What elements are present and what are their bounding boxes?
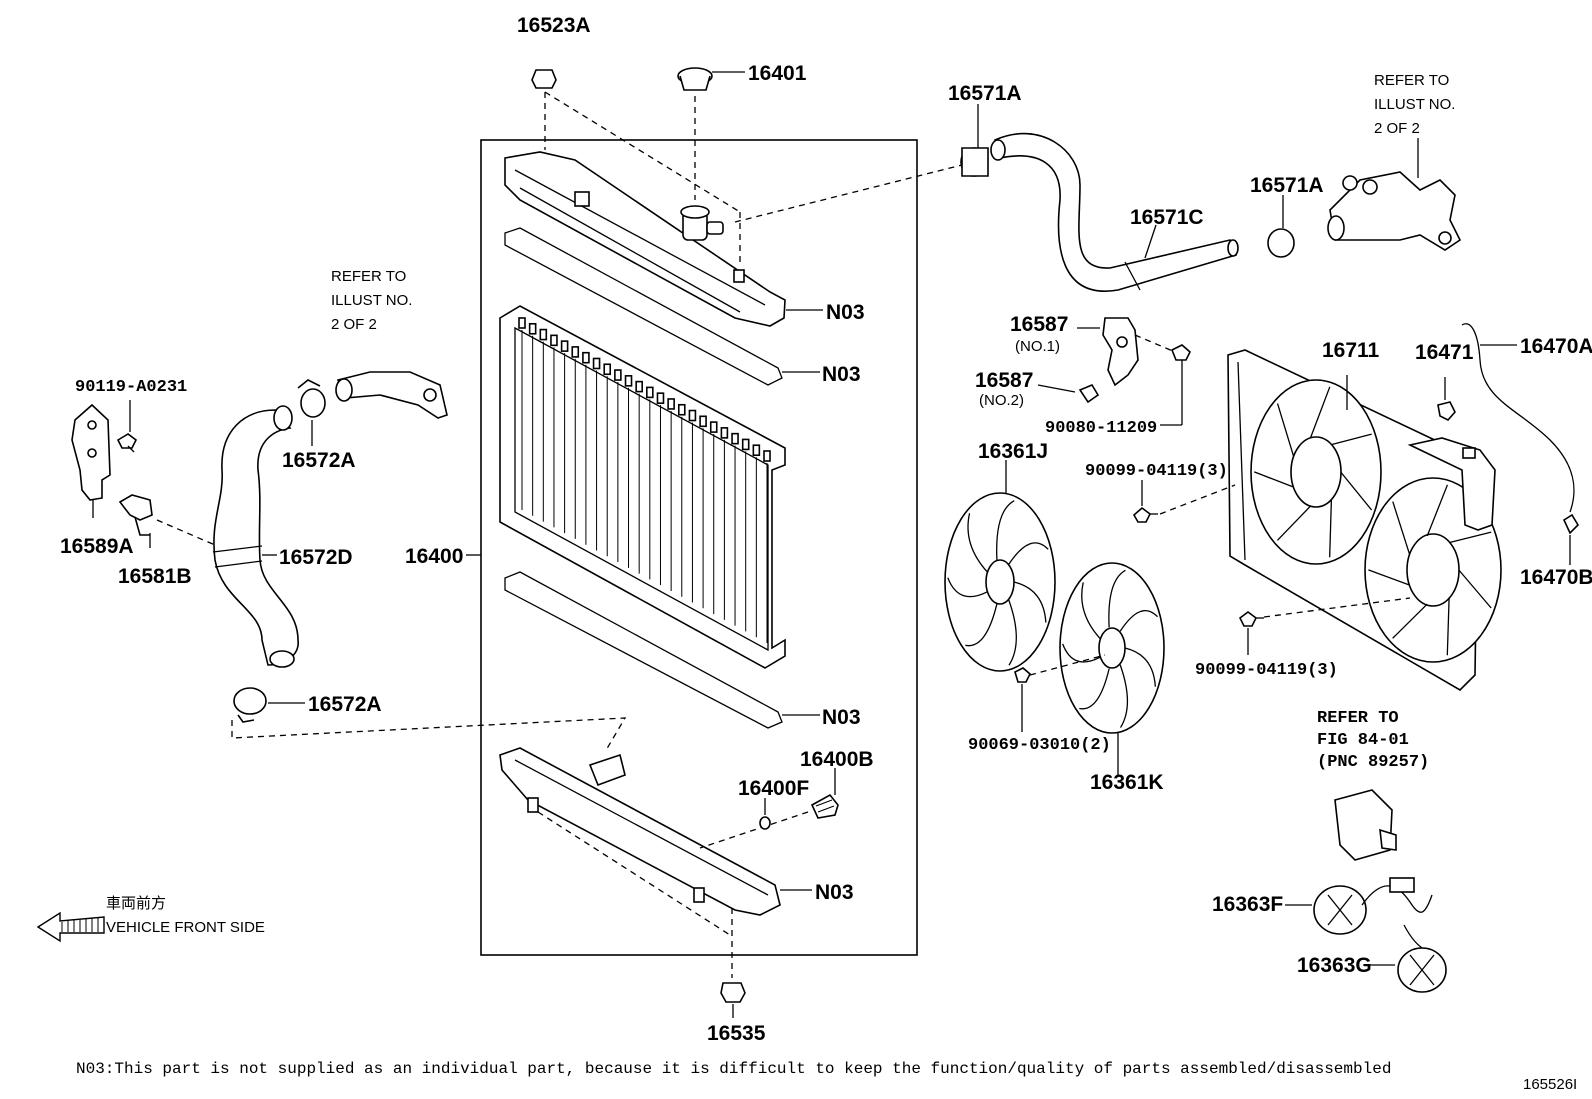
hose-clamp-16571a-left xyxy=(960,147,989,177)
radiator-assembly-frame xyxy=(480,139,918,956)
clip-16587-no2 xyxy=(1078,383,1100,404)
grommet-16535 xyxy=(720,982,746,1003)
label-16587-no2-sub: (NO.2) xyxy=(979,392,1024,409)
label-16711: 16711 xyxy=(1322,339,1380,362)
label-90080-11209: 90080-11209 xyxy=(1045,419,1157,438)
label-16363f: 16363F xyxy=(1212,893,1283,916)
label-16572d: 16572D xyxy=(279,546,353,569)
label-90099-04119-top: 90099-04119(3) xyxy=(1085,462,1228,481)
label-16571a-right: 16571A xyxy=(1250,174,1324,197)
label-16361k: 16361K xyxy=(1090,771,1164,794)
radiator-cap-16401 xyxy=(677,67,713,91)
label-16589a: 16589A xyxy=(60,535,134,558)
nut-90069-03010 xyxy=(1014,667,1031,683)
lower-tank-seal xyxy=(504,571,783,729)
bracket-16589a xyxy=(71,403,111,501)
refer-fig-line1: REFER TO xyxy=(1317,709,1399,728)
refer-illust-right-line2: ILLUST NO. xyxy=(1374,96,1455,113)
bracket-16587-no1 xyxy=(1102,317,1139,387)
screw-90099-04119-top xyxy=(1132,506,1158,523)
bolt-90080-11209 xyxy=(1170,344,1191,361)
fan-motor-16363g xyxy=(1397,924,1447,993)
direction-japanese: 車両前方 xyxy=(106,895,166,912)
fan-16361j xyxy=(944,492,1056,672)
label-16523a: 16523A xyxy=(517,14,591,37)
label-16470a: 16470A xyxy=(1520,335,1592,358)
direction-english: VEHICLE FRONT SIDE xyxy=(106,919,265,936)
fan-16361k xyxy=(1059,562,1165,734)
label-16400b: 16400B xyxy=(800,748,874,771)
fan-shroud-16711 xyxy=(1227,349,1502,692)
label-16581b: 16581B xyxy=(118,565,192,588)
water-inlet-pipe xyxy=(335,371,448,419)
clamp-16581b xyxy=(118,494,153,536)
label-16400: 16400 xyxy=(405,545,463,568)
label-16470b: 16470B xyxy=(1520,566,1592,589)
upper-radiator-hose xyxy=(990,132,1239,292)
refer-illust-right-line1: REFER TO xyxy=(1374,72,1449,89)
label-16401: 16401 xyxy=(748,62,807,85)
label-16400f: 16400F xyxy=(738,777,809,800)
radiator-core xyxy=(499,305,786,669)
label-90119-a0231: 90119-A0231 xyxy=(75,378,187,397)
upper-tank-seal xyxy=(504,227,783,386)
screw-90099-04119-bottom xyxy=(1238,611,1264,627)
hose-clamp-16571a-right xyxy=(1267,228,1295,258)
bolt-90119-a0231 xyxy=(116,433,138,453)
label-16363g: 16363G xyxy=(1297,954,1372,977)
label-n03-lower-seal: N03 xyxy=(822,706,861,729)
footnote-n03: N03:This part is not supplied as an indi… xyxy=(76,1060,1391,1078)
label-16571c: 16571C xyxy=(1130,206,1204,229)
refer-illust-left-line1: REFER TO xyxy=(331,268,406,285)
drain-plug-16400b xyxy=(810,793,839,819)
overflow-hose-16470a xyxy=(1461,323,1575,513)
water-outlet-housing xyxy=(1327,171,1462,251)
label-16587-no1-sub: (NO.1) xyxy=(1015,338,1060,355)
label-90099-04119-bottom: 90099-04119(3) xyxy=(1195,661,1338,680)
hose-clamp-16572a-top xyxy=(297,379,326,418)
label-n03-lower-tank: N03 xyxy=(815,881,854,904)
fan-relay-module xyxy=(1334,789,1397,861)
label-16587-no1: 16587 xyxy=(1010,313,1068,336)
refer-fig-line3: (PNC 89257) xyxy=(1317,753,1429,772)
diagram-id: 165526I xyxy=(1523,1076,1577,1093)
hose-clamp-16572a-bottom xyxy=(233,687,267,723)
label-90069-03010: 90069-03010(2) xyxy=(968,736,1111,755)
label-n03-upper-seal: N03 xyxy=(822,363,861,386)
radiator-upper-tank xyxy=(504,151,786,327)
refer-fig-line2: FIG 84-01 xyxy=(1317,731,1409,750)
refer-illust-left-line3: 2 OF 2 xyxy=(331,316,377,333)
vehicle-front-arrow-icon xyxy=(36,911,105,943)
radiator-lower-tank xyxy=(499,747,781,916)
label-16572a-top: 16572A xyxy=(282,449,356,472)
lower-radiator-hose xyxy=(212,405,299,668)
label-16471: 16471 xyxy=(1415,341,1474,364)
clip-16471 xyxy=(1437,401,1456,421)
clip-16470b xyxy=(1562,513,1580,535)
label-16535: 16535 xyxy=(707,1022,766,1045)
refer-illust-right-line3: 2 OF 2 xyxy=(1374,120,1420,137)
label-16572a-bottom: 16572A xyxy=(308,693,382,716)
label-n03-upper-tank: N03 xyxy=(826,301,865,324)
o-ring-16400f xyxy=(759,816,771,830)
refer-illust-left-line2: ILLUST NO. xyxy=(331,292,412,309)
label-16571a-top: 16571A xyxy=(948,82,1022,105)
label-16361j: 16361J xyxy=(978,440,1048,463)
fan-motor-16363f xyxy=(1313,877,1433,935)
label-16587-no2: 16587 xyxy=(975,369,1033,392)
grommet-16523a xyxy=(531,69,557,89)
